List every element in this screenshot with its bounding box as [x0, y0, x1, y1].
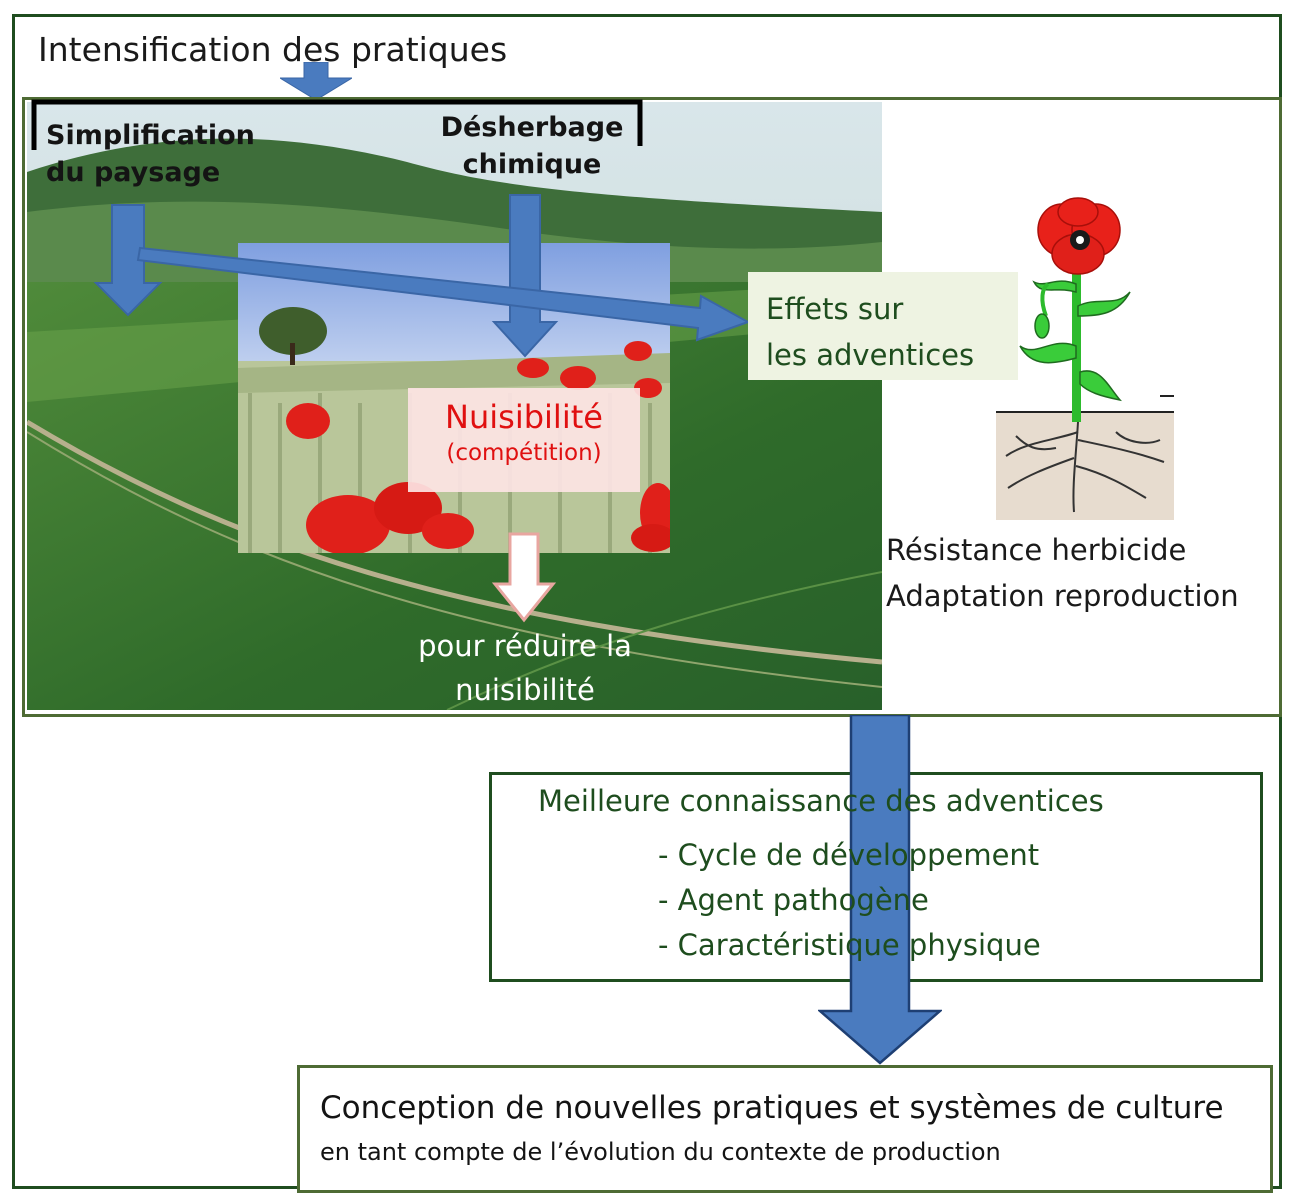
knowledge-item-physique: - Caractéristique physique [658, 928, 1041, 962]
conception-subtitle: en tant compte de l’évolution du context… [320, 1138, 1001, 1166]
diagram-title: Intensification des pratiques [38, 30, 508, 69]
knowledge-item-pathogene: - Agent pathogène [658, 883, 929, 917]
practices-bracket [31, 99, 643, 150]
nuisibilite-box: Nuisibilité (compétition) [408, 388, 640, 492]
resistance-text: Résistance herbicide Adaptation reproduc… [886, 527, 1239, 619]
simplification-label: Simplification du paysage [46, 117, 255, 191]
desherbage-arrow [491, 194, 559, 358]
main-down-arrow [818, 715, 942, 1065]
resistance-line-1: Résistance herbicide [886, 533, 1187, 567]
desherbage-line-1: Désherbage [440, 112, 624, 143]
title-down-arrow [280, 62, 352, 101]
effets-line-1: Effets sur [766, 292, 904, 326]
desherbage-line-2: chimique [462, 149, 602, 180]
reduire-label: pour réduire la nuisibilité [392, 624, 658, 712]
reduire-line-1: pour réduire la [418, 629, 632, 663]
conception-box [297, 1065, 1273, 1193]
simplification-arrow [93, 204, 163, 317]
simplification-line-2: du paysage [46, 157, 221, 188]
poppy-plant-illustration [996, 196, 1174, 520]
reduire-line-2: nuisibilité [455, 673, 595, 707]
competition-label: (compétition) [446, 440, 602, 466]
knowledge-item-cycle: - Cycle de développement [658, 838, 1040, 872]
desherbage-label: Désherbage chimique [432, 109, 632, 183]
effets-arrow [136, 246, 751, 342]
simplification-line-1: Simplification [46, 120, 255, 151]
effets-box: Effets sur les adventices [748, 272, 1018, 380]
reduire-arrow [491, 532, 557, 623]
effets-line-2: les adventices [766, 338, 975, 372]
knowledge-title: Meilleure connaissance des adventices [538, 784, 1104, 818]
resistance-line-2: Adaptation reproduction [886, 579, 1239, 613]
nuisibilite-label: Nuisibilité [445, 398, 603, 436]
conception-title: Conception de nouvelles pratiques et sys… [320, 1090, 1224, 1126]
practices-box [22, 97, 1282, 717]
